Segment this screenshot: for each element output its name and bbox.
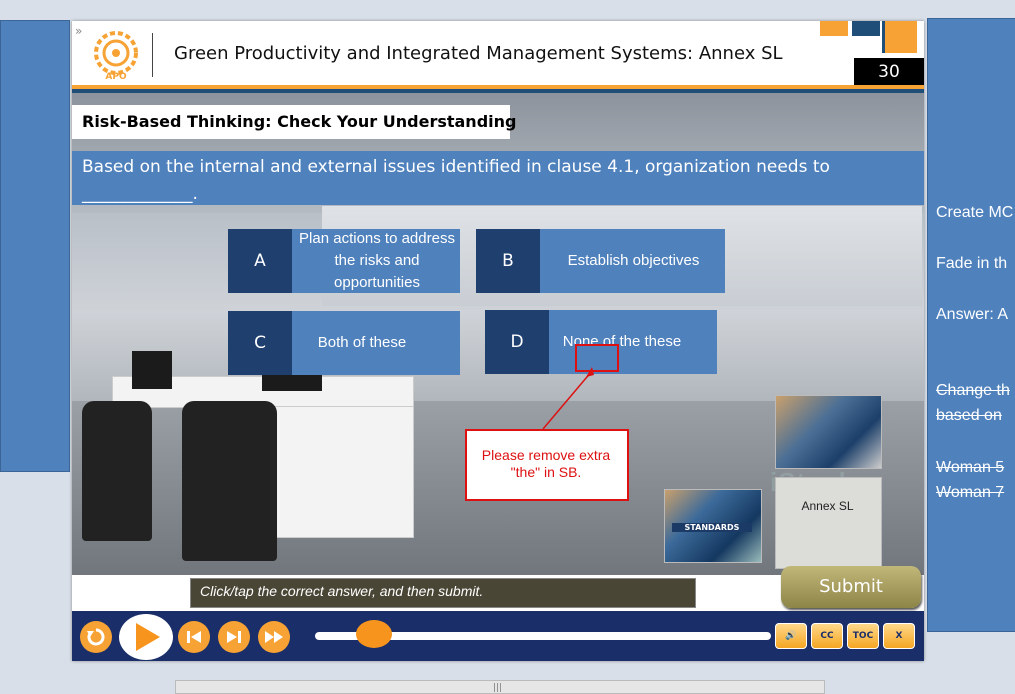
office-chair — [182, 401, 277, 561]
standards-label: STANDARDS — [672, 523, 752, 532]
header-decoration — [852, 21, 880, 36]
header-decoration — [885, 21, 917, 53]
business-thumbnail — [775, 395, 882, 469]
option-d[interactable]: D None of the these — [485, 310, 717, 374]
header-separator — [152, 33, 153, 77]
office-chair — [82, 401, 152, 541]
header-decoration — [820, 21, 848, 36]
note-line: Answer: A — [936, 306, 1009, 323]
option-text: Both of these — [317, 334, 407, 351]
option-text: Establish objectives — [567, 252, 700, 269]
note-line: Create MC — [936, 204, 1014, 221]
annex-label: Annex SL — [801, 499, 854, 513]
scrollbar-grip-icon[interactable]: ||| — [493, 683, 503, 693]
option-text: Plan actions to address the risks and op… — [299, 230, 455, 291]
option-c[interactable]: C Both of these — [228, 311, 460, 375]
page-number: 30 — [854, 58, 924, 86]
slide: » APO Green Productivity and Integrated … — [72, 21, 924, 661]
notes-panel: Create MC Fade in th Answer: A Change th… — [927, 18, 1015, 632]
expand-chevron-icon[interactable]: » — [75, 24, 83, 38]
apo-logo: APO — [94, 31, 138, 81]
previous-icon[interactable] — [178, 621, 210, 653]
fast-forward-icon[interactable] — [258, 621, 290, 653]
section-title-box — [72, 105, 510, 139]
office-monitor — [132, 351, 172, 389]
captions-button[interactable]: CC — [811, 623, 843, 649]
question-text: Based on the internal and external issue… — [82, 157, 830, 204]
office-desk — [272, 406, 414, 538]
question-box — [72, 151, 924, 205]
annotation-callout — [465, 429, 629, 501]
option-a[interactable]: A Plan actions to address the risks and … — [228, 229, 460, 293]
header-decoration — [882, 21, 885, 53]
note-line: Fade in th — [936, 255, 1008, 272]
note-line-struck: Woman 5 — [936, 459, 1005, 476]
play-icon — [136, 623, 160, 651]
option-b[interactable]: B Establish objectives — [476, 229, 725, 293]
option-letter: C — [228, 311, 292, 375]
course-title: Green Productivity and Integrated Manage… — [174, 43, 783, 64]
option-text: None of the these — [562, 333, 682, 350]
annotation-highlight — [575, 344, 619, 372]
instruction-text: Click/tap the correct answer, and then s… — [200, 583, 484, 599]
play-button[interactable] — [119, 614, 173, 660]
seek-handle[interactable] — [356, 620, 393, 648]
note-line-struck: Change th — [936, 382, 1010, 399]
close-button[interactable]: X — [883, 623, 915, 649]
volume-icon[interactable]: 🔊 — [775, 623, 807, 649]
option-letter: B — [476, 229, 540, 293]
instruction-box — [190, 578, 696, 608]
logo-text: APO — [105, 72, 127, 81]
option-letter: D — [485, 310, 549, 374]
section-title: Risk-Based Thinking: Check Your Understa… — [82, 112, 517, 131]
note-line-struck: based on — [936, 407, 1002, 424]
header-divider — [72, 89, 924, 93]
left-panel — [0, 20, 70, 472]
note-line-struck: Woman 7 — [936, 484, 1005, 501]
annex-thumbnail — [775, 477, 882, 569]
toc-button[interactable]: TOC — [847, 623, 879, 649]
header-divider — [72, 85, 924, 89]
replay-icon[interactable] — [80, 621, 112, 653]
next-icon[interactable] — [218, 621, 250, 653]
annotation-text: Please remove extra "the" in SB. — [481, 447, 611, 480]
option-letter: A — [228, 229, 292, 293]
seek-bar[interactable] — [315, 632, 771, 640]
submit-button[interactable]: Submit — [781, 566, 921, 608]
